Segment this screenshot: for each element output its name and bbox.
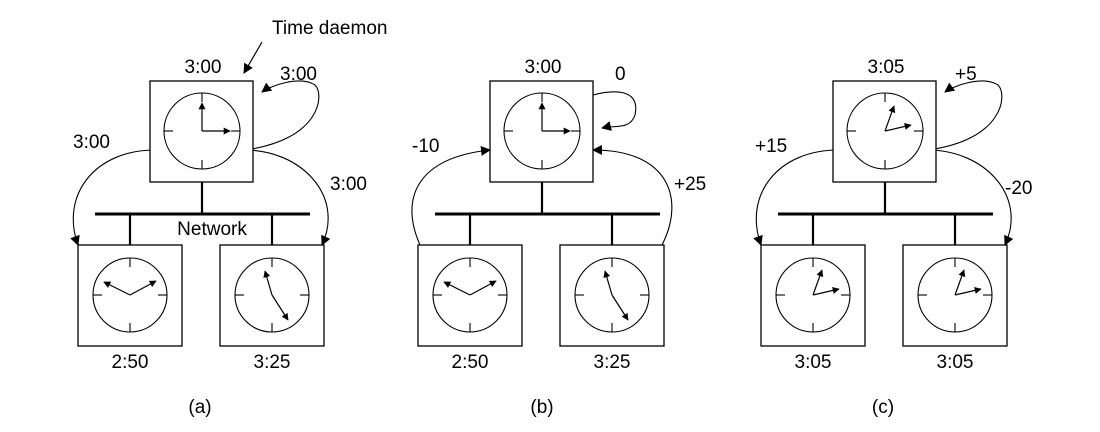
right-machine-time: 3:25	[254, 352, 291, 373]
self-message-value: +5	[955, 64, 977, 85]
clock-hand	[271, 294, 289, 321]
daemon-label: Time daemon	[272, 18, 387, 39]
daemon-node	[149, 80, 254, 183]
right-machine	[219, 244, 325, 347]
left-machine	[417, 244, 523, 347]
right-machine	[559, 244, 665, 347]
daemon-clock	[846, 92, 924, 170]
clock-hand	[812, 269, 824, 296]
daemon-clock	[503, 92, 581, 170]
right-machine	[902, 244, 1008, 347]
right-message-arrow	[244, 149, 331, 246]
left-clock	[775, 257, 851, 333]
right-clock	[574, 257, 650, 333]
right-clock	[234, 257, 310, 333]
left-machine-time: 2:50	[452, 352, 489, 373]
clock-hand	[611, 294, 629, 321]
right-machine-time: 3:25	[594, 352, 631, 373]
left-message-value: 3:00	[73, 132, 110, 153]
right-message-arrow	[927, 149, 1014, 246]
panel-c: 3:05 +5 +15 -20 3:05 3:05 (c)	[753, 57, 1032, 418]
panel-caption: (a)	[188, 397, 211, 418]
self-message-arrow	[244, 80, 320, 151]
daemon-pointer-arrow	[243, 41, 263, 74]
clock-hand	[812, 287, 840, 296]
left-message-arrow	[70, 149, 156, 246]
clock-hand	[129, 280, 157, 296]
clock-hand	[954, 269, 966, 296]
clock-hand	[954, 287, 982, 296]
right-message-value: -20	[1005, 178, 1032, 199]
left-machine	[760, 244, 866, 347]
self-message-value: 0	[615, 64, 626, 85]
daemon-node	[489, 80, 594, 183]
clock-hand	[263, 270, 273, 296]
left-message-arrow	[753, 149, 839, 246]
self-message-value: 3:00	[280, 64, 317, 85]
left-machine-time: 2:50	[112, 352, 149, 373]
right-message-arrow	[592, 145, 673, 246]
left-machine	[77, 244, 183, 347]
daemon-time: 3:05	[868, 57, 905, 78]
daemon-time: 3:00	[185, 57, 222, 78]
self-message-arrow	[592, 91, 637, 131]
self-message-arrow	[927, 80, 1003, 151]
clock-hand	[443, 281, 471, 296]
clock-hand	[603, 270, 613, 296]
panel-caption: (b)	[530, 397, 553, 418]
daemon-node	[832, 80, 937, 183]
clock-hand	[884, 123, 912, 132]
network-label: Network	[177, 219, 247, 240]
panel-caption: (c)	[872, 397, 894, 418]
clock-hand	[103, 281, 131, 296]
left-clock	[92, 257, 168, 333]
right-clock	[917, 257, 993, 333]
left-clock	[432, 257, 508, 333]
right-message-value: 3:00	[330, 174, 367, 195]
left-message-arrow	[411, 145, 491, 246]
right-machine-time: 3:05	[937, 352, 974, 373]
daemon-clock	[163, 92, 241, 170]
left-message-value: -10	[412, 136, 439, 157]
daemon-time: 3:00	[525, 57, 562, 78]
left-message-value: +15	[755, 136, 787, 157]
right-message-value: +25	[674, 174, 706, 195]
clock-hand	[884, 105, 896, 132]
clock-hand	[469, 280, 497, 296]
panel-b: 3:00 0 -10 +25 2:50 3:25 (b)	[411, 57, 706, 418]
panel-a: Network Time daemon 3:00 3:00 3:00 3:00 …	[70, 18, 387, 418]
left-machine-time: 3:05	[795, 352, 832, 373]
